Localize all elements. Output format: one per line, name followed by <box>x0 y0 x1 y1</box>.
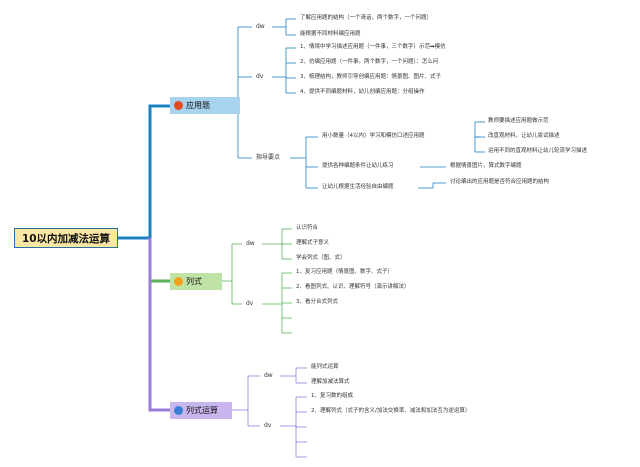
goal-item: 能列式运算 <box>311 364 339 370</box>
branch-node-application-problems: 应用题 <box>170 97 240 114</box>
step-item: 3、梳理结构，教师引导创编应用题：情景图、图片、式子 <box>300 74 442 80</box>
key-points-label: 指导要点 <box>256 154 281 161</box>
dw-label: dw <box>264 372 273 379</box>
dv-label: dv <box>246 300 254 307</box>
orange-dot-icon <box>174 277 183 286</box>
branch-title: 列式运算 <box>186 406 218 415</box>
root-node: 10以内加减法运算 <box>14 228 118 248</box>
branch-connector-3 <box>148 238 170 412</box>
key-point-detail: 运用不同的直观材料让幼儿轮流学习描述 <box>488 148 588 154</box>
goal-item: 理解式子意义 <box>296 240 330 246</box>
key-point-detail: 根据情景图片，算式数字编题 <box>450 163 522 169</box>
branch-node-formula-calculation: 列式运算 <box>170 402 232 419</box>
goal-item: 理解加减法算式 <box>311 379 350 385</box>
step-item: 1、复习应用题（情景图、数字、式子） <box>296 269 394 275</box>
step-item: 2、仿编应用题（一件事，两个数字，一个问题）：怎么问 <box>300 59 439 65</box>
root-title: 10以内加减法运算 <box>21 232 111 245</box>
step-item: 2、理解列式（式子的含义/加法交换率、减法和加法互为逆运算） <box>311 408 471 414</box>
branch-title: 应用题 <box>186 101 210 110</box>
key-point-item: 让幼儿根据生活经验自由编题 <box>322 184 394 190</box>
key-point-detail: 讨论编出的应用题是否符合应用题的结构 <box>450 179 550 185</box>
blue-dot-icon <box>174 406 183 415</box>
branch-connector-2 <box>148 238 170 283</box>
branch-node-formula: 列式 <box>170 273 222 290</box>
branch-connector-1 <box>118 104 170 240</box>
branch-title: 列式 <box>186 277 202 286</box>
dv-label: dv <box>264 422 272 429</box>
goal-item: 学会列式（图、式） <box>296 255 346 261</box>
key-point-detail: 教师要描述应用题做示范 <box>488 118 549 124</box>
key-point-item: 用小数量（4以内）学习和模仿口述应用题 <box>322 133 425 139</box>
goal-item: 了解应用题的结构（一个清话，两个数字，一个问题） <box>300 15 433 21</box>
key-point-detail: 改直观材料，让幼儿尝试描述 <box>488 133 560 139</box>
step-item: 1、情境中学习描述应用题（一件事，三个数字）示范➡模仿 <box>300 44 446 50</box>
goal-item: 认识符合 <box>296 225 319 231</box>
dv-label: dv <box>256 73 264 80</box>
step-item: 2、看图列式、认识、理解符号（演示讲解法） <box>296 284 410 290</box>
orange-red-dot-icon <box>174 101 183 110</box>
dw-label: dw <box>246 240 255 247</box>
goal-item: 能根据不同材料编应用题 <box>300 31 361 37</box>
key-point-item: 提供各种编题条件让幼儿练习 <box>322 163 394 169</box>
dw-label: dw <box>256 23 265 30</box>
step-item: 1、复习数的组成 <box>311 393 353 399</box>
step-item: 3、看分合式列式 <box>296 299 338 305</box>
step-item: 4、提供不同编题材料，幼儿创编应用题：分组操作 <box>300 89 425 95</box>
